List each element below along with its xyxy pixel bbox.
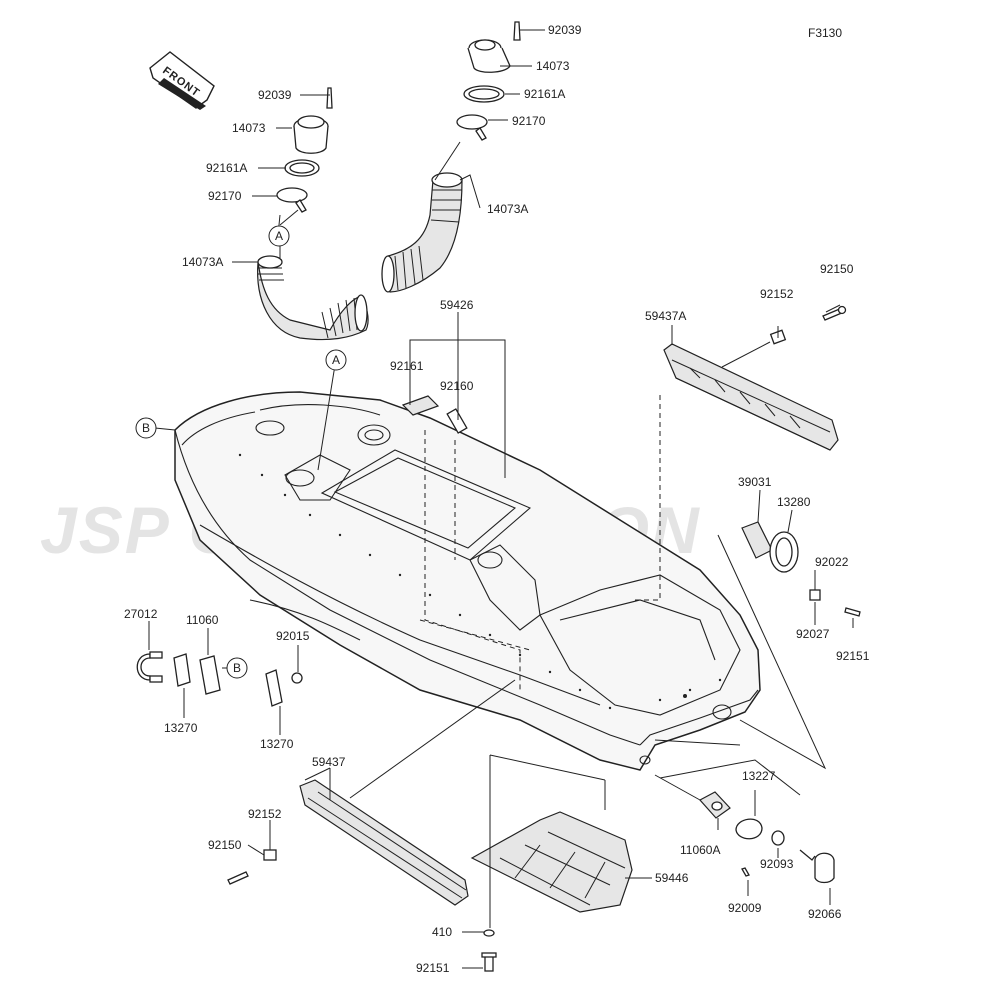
pad-and-pin <box>401 395 468 434</box>
ref-circle-b-parts: B <box>226 657 248 679</box>
ref-circle-a-top: A <box>268 225 290 247</box>
ref-a-top-label: A <box>275 229 283 243</box>
label-14073-right: 14073 <box>536 59 570 73</box>
label-92161a-left: 92161A <box>206 161 247 175</box>
label-13280: 13280 <box>777 495 811 509</box>
bottom-guard <box>470 811 633 913</box>
ref-b-parts-label: B <box>233 661 241 675</box>
label-92027: 92027 <box>796 627 830 641</box>
label-92160: 92160 <box>440 379 474 393</box>
label-92022: 92022 <box>815 555 849 569</box>
label-59446: 59446 <box>655 871 689 885</box>
label-39031: 39031 <box>738 475 772 489</box>
label-92152-right: 92152 <box>760 287 794 301</box>
ref-circle-a-hull: A <box>325 349 347 371</box>
label-11060: 11060 <box>186 613 219 627</box>
label-59437a: 59437A <box>645 309 686 323</box>
label-13270-b: 13270 <box>260 737 294 751</box>
label-92151-right: 92151 <box>836 649 870 663</box>
left-small-parts <box>136 651 303 707</box>
label-92152-left: 92152 <box>248 807 282 821</box>
front-arrow: FRONT <box>149 51 215 110</box>
sponson-left <box>227 779 469 906</box>
label-92161: 92161 <box>390 359 424 373</box>
label-92170-left: 92170 <box>208 189 242 203</box>
label-92150-right: 92150 <box>820 262 854 276</box>
cover-group <box>741 521 861 617</box>
label-92009: 92009 <box>728 901 762 915</box>
part-labels: 92039 14073 92161A 92170 14073A 92039 14… <box>124 23 870 975</box>
label-11060a: 11060A <box>680 843 720 857</box>
ref-circle-b-hull: B <box>135 417 157 439</box>
label-14073-left: 14073 <box>232 121 266 135</box>
label-92039-left: 92039 <box>258 88 292 102</box>
label-14073a-right: 14073A <box>487 202 528 216</box>
label-410: 410 <box>432 925 452 939</box>
ref-b-hull-label: B <box>142 421 150 435</box>
label-92161a-right: 92161A <box>524 87 565 101</box>
left-intake-assembly <box>257 87 369 341</box>
label-13270-a: 13270 <box>164 721 198 735</box>
label-92015: 92015 <box>276 629 310 643</box>
label-27012: 27012 <box>124 607 158 621</box>
figure-code: F3130 <box>808 26 842 40</box>
label-92150-left: 92150 <box>208 838 242 852</box>
bottom-fasteners <box>481 929 497 972</box>
hidden-lines <box>419 395 661 690</box>
label-13227: 13227 <box>742 769 776 783</box>
leader-lines <box>148 29 854 969</box>
label-92066: 92066 <box>808 907 842 921</box>
right-intake-assembly <box>381 21 521 293</box>
label-92151-bottom: 92151 <box>416 961 450 975</box>
label-92170-right: 92170 <box>512 114 546 128</box>
ref-a-hull-label: A <box>332 353 340 367</box>
label-59437: 59437 <box>312 755 346 769</box>
label-92039-right: 92039 <box>548 23 582 37</box>
drain-group <box>699 791 835 884</box>
sponson-right <box>663 305 847 451</box>
hull-body <box>174 391 761 771</box>
label-59426: 59426 <box>440 298 474 312</box>
label-92093: 92093 <box>760 857 794 871</box>
label-14073a-left: 14073A <box>182 255 223 269</box>
